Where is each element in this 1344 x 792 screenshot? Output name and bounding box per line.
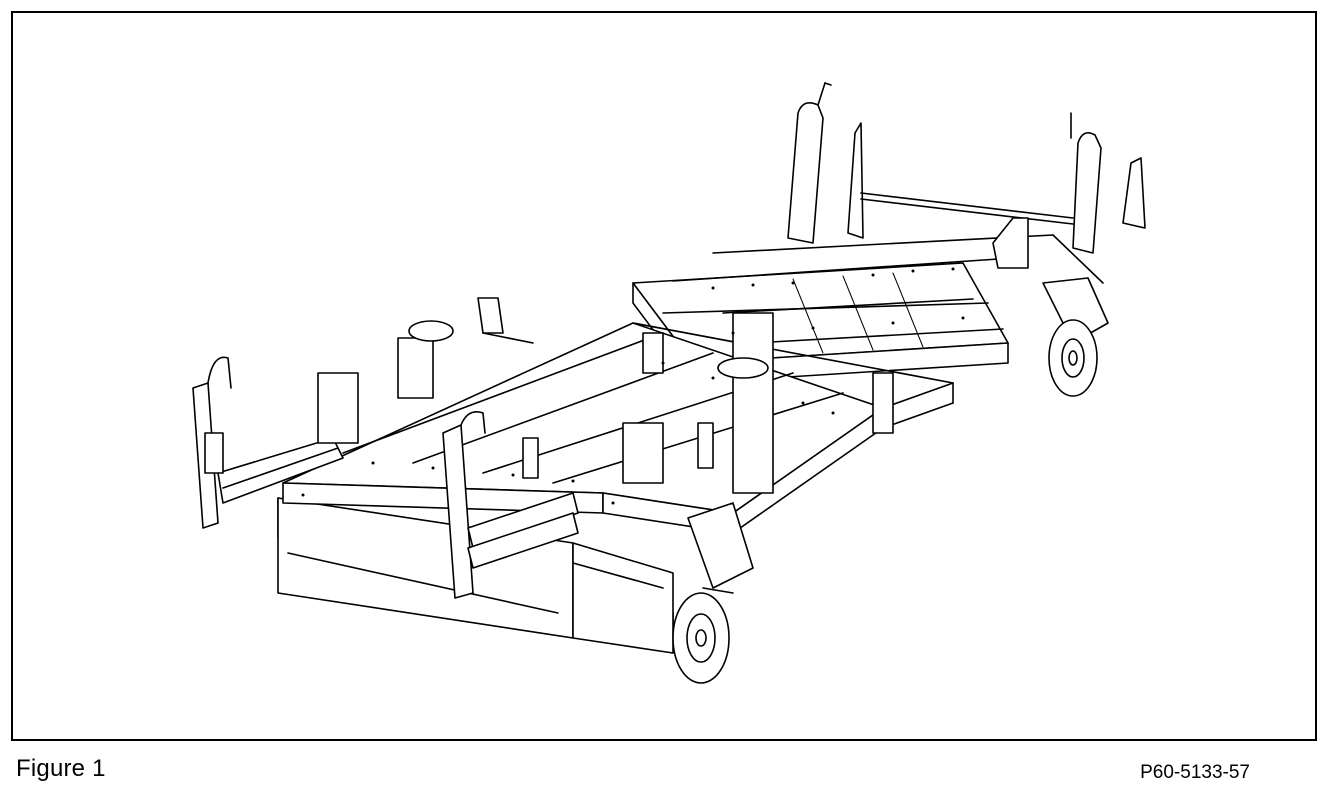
- clamp-blocks: [317, 312, 894, 494]
- left-arm: [192, 356, 344, 529]
- figure-caption: Figure 1: [16, 755, 106, 782]
- rear-uprights: [787, 82, 1146, 269]
- figure-code: P60-5133-57: [1140, 762, 1250, 783]
- front-caster: [672, 502, 754, 684]
- rear-caster: [1042, 277, 1109, 397]
- plate-holes: [301, 267, 965, 505]
- fixture-cart-line-drawing: [192, 82, 1146, 684]
- front-uprights: [442, 297, 579, 599]
- front-base-box: [277, 497, 674, 654]
- figure-frame: [11, 11, 1317, 741]
